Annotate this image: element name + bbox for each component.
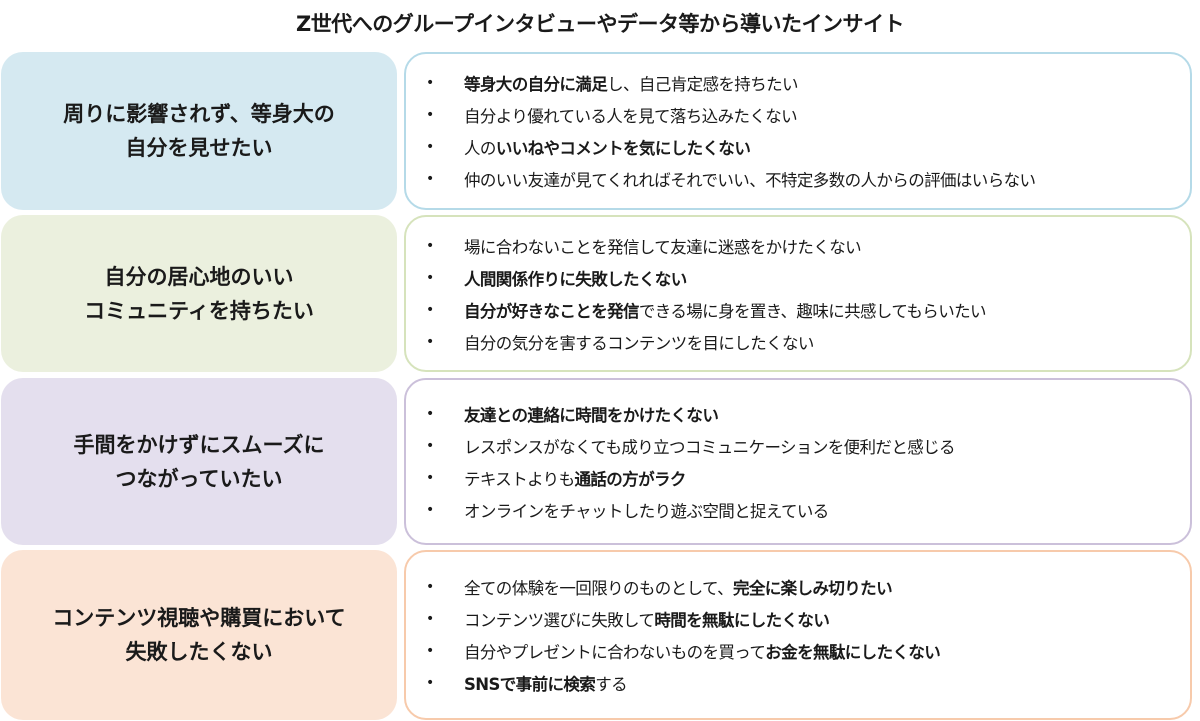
bullet-item: • 自分が好きなことを発信できる場に身を置き、趣味に共感してもらいたい	[426, 294, 1190, 326]
bullet-item: • 等身大の自分に満足し、自己肯定感を持ちたい	[426, 67, 1190, 99]
insight-detail-box: • 友達との連絡に時間をかけたくない • レスポンスがなくても成り立つコミュニケーショ…	[404, 378, 1192, 545]
bullet-text: 仲のいい友達が見てくれればそれでいい、不特定多数の人からの評価はいらない	[464, 171, 1036, 190]
bullet-icon: •	[426, 107, 434, 123]
bullet-item: • オンラインをチャットしたり遊ぶ空間と捉えている	[426, 494, 1190, 526]
bullet-text: 自分の気分を害するコンテンツを目にしたくない	[464, 333, 814, 353]
bullet-item: • 全ての体験を一回限りのものとして、完全に楽しみ切りたい	[426, 571, 1190, 603]
bullet-text: 全ての体験を一回限りのものとして、	[464, 579, 734, 598]
bullet-text-bold: 完全に楽しみ切りたい	[732, 579, 893, 598]
bullet-icon: •	[426, 333, 434, 350]
bullet-text: し、自己肯定感を持ちたい	[607, 75, 798, 94]
bullet-text: オンラインをチャットしたり遊ぶ空間と捉えている	[464, 501, 829, 521]
bullet-text: テキストよりも	[464, 469, 575, 489]
bullet-item: • 人のいいねやコメントを気にしたくない	[426, 131, 1190, 163]
bullet-item: • 自分やプレゼントに合わないものを買ってお金を無駄にしたくない	[426, 635, 1190, 667]
bullet-icon: •	[426, 469, 434, 486]
bullet-item: • コンテンツ選びに失敗して時間を無駄にしたくない	[426, 603, 1190, 635]
insight-detail-box: • 全ての体験を一回限りのものとして、完全に楽しみ切りたい • コンテンツ選びに失敗し…	[404, 550, 1192, 720]
bullet-icon: •	[426, 301, 434, 318]
insight-heading-box: 周りに影響されず、等身大の自分を見せたい	[1, 52, 397, 210]
insight-detail-box: • 等身大の自分に満足し、自己肯定感を持ちたい • 自分より優れている人を見て落ち込み…	[404, 52, 1192, 210]
insight-row: コンテンツ視聴や購買において失敗したくない • 全ての体験を一回限りのものとして、完…	[0, 550, 1200, 720]
insight-detail-box: • 場に合わないことを発信して友達に迷惑をかけたくない • 人間関係作りに失敗したくな…	[404, 215, 1192, 372]
bullet-item: • SNSで事前に検索する	[426, 667, 1190, 699]
insight-heading-line: コンテンツ視聴や購買において	[52, 606, 346, 630]
bullet-icon: •	[426, 405, 434, 422]
bullet-text-bold: 等身大の自分に満足	[464, 75, 608, 94]
bullet-item: • レスポンスがなくても成り立つコミュニケーションを便利だと感じる	[426, 430, 1190, 462]
bullet-text-bold: 友達との連絡に時間をかけたくない	[464, 405, 719, 425]
insight-heading-line: コミュニティを持ちたい	[84, 298, 314, 323]
bullet-icon: •	[426, 171, 434, 187]
bullet-icon: •	[426, 611, 434, 627]
bullet-text-bold: いいねやコメントを気にしたくない	[495, 139, 751, 158]
insight-heading-line: 自分を見せたい	[125, 136, 273, 160]
bullet-icon: •	[426, 675, 434, 691]
bullet-icon: •	[426, 139, 434, 155]
bullet-text: 自分より優れている人を見て落ち込みたくない	[464, 107, 798, 126]
insight-heading-line: 自分の居心地のいい	[104, 264, 294, 289]
bullet-item: • 友達との連絡に時間をかけたくない	[426, 398, 1190, 430]
bullet-icon: •	[426, 269, 434, 286]
insight-heading-box: コンテンツ視聴や購買において失敗したくない	[1, 550, 397, 720]
bullet-item: • 仲のいい友達が見てくれればそれでいい、不特定多数の人からの評価はいらない	[426, 163, 1190, 195]
bullet-text-bold: SNSで事前に検索	[464, 675, 596, 694]
bullet-item: • 場に合わないことを発信して友達に迷惑をかけたくない	[426, 230, 1190, 262]
bullet-text: レスポンスがなくても成り立つコミュニケーションを便利だと感じる	[464, 437, 956, 457]
bullet-text-bold: 通話の方がラク	[574, 469, 686, 489]
bullet-text: 自分やプレゼントに合わないものを買って	[464, 643, 766, 662]
bullet-text-bold: 時間を無駄にしたくない	[654, 611, 830, 630]
bullet-item: • 自分の気分を害するコンテンツを目にしたくない	[426, 326, 1190, 358]
bullet-icon: •	[426, 643, 434, 659]
bullet-text: コンテンツ選びに失敗して	[464, 611, 655, 630]
insight-heading-box: 自分の居心地のいいコミュニティを持ちたい	[1, 215, 397, 372]
bullet-text-bold: 自分が好きなことを発信	[464, 301, 640, 321]
insight-row: 周りに影響されず、等身大の自分を見せたい • 等身大の自分に満足し、自己肯定感を持ち…	[0, 52, 1200, 210]
bullet-text-bold: 人間関係作りに失敗したくない	[464, 269, 687, 289]
bullet-icon: •	[426, 237, 434, 254]
bullet-item: • 人間関係作りに失敗したくない	[426, 262, 1190, 294]
slide-title: Z世代へのグループインタビューやデータ等から導いたインサイト	[296, 12, 904, 36]
insight-heading-box: 手間をかけずにスムーズにつながっていたい	[1, 378, 397, 545]
bullet-text: 人の	[464, 139, 496, 158]
insight-row: 手間をかけずにスムーズにつながっていたい • 友達との連絡に時間をかけたくない • レス…	[0, 378, 1200, 545]
bullet-icon: •	[426, 437, 434, 454]
insight-heading-line: 周りに影響されず、等身大の	[63, 102, 335, 126]
bullet-icon: •	[426, 501, 434, 518]
bullet-text: する	[595, 675, 627, 694]
insight-heading-line: 手間をかけずにスムーズに	[73, 432, 325, 457]
bullet-item: • 自分より優れている人を見て落ち込みたくない	[426, 99, 1190, 131]
bullet-text: 場に合わないことを発信して友達に迷惑をかけたくない	[464, 237, 862, 257]
insight-row: 自分の居心地のいいコミュニティを持ちたい • 場に合わないことを発信して友達に迷惑を…	[0, 215, 1200, 372]
bullet-icon: •	[426, 579, 434, 595]
bullet-text-bold: お金を無駄にしたくない	[765, 643, 941, 662]
bullet-item: • テキストよりも通話の方がラク	[426, 462, 1190, 494]
insight-heading-line: つながっていたい	[115, 466, 283, 491]
insight-heading-line: 失敗したくない	[125, 640, 273, 664]
bullet-icon: •	[426, 75, 434, 91]
bullet-text: できる場に身を置き、趣味に共感してもらいたい	[638, 301, 987, 321]
